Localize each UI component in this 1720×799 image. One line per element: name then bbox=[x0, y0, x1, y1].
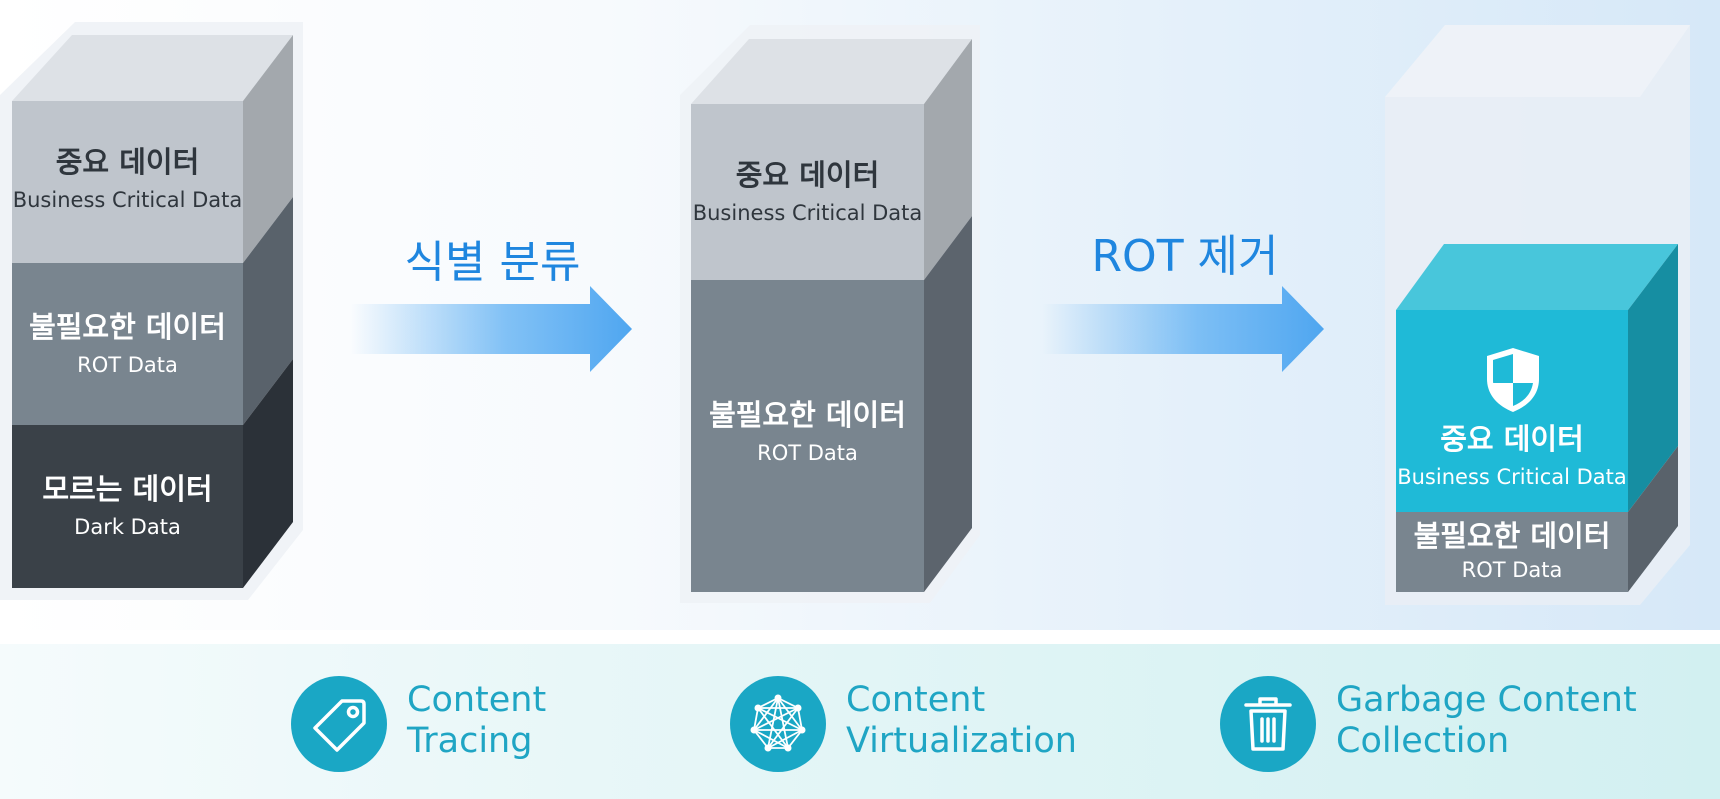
stage1-dark-subtitle: Dark Data bbox=[74, 515, 181, 539]
trash-icon bbox=[1244, 697, 1292, 751]
stage2-critical-title: 중요 데이터 bbox=[735, 158, 880, 192]
stage3-rot-subtitle: ROT Data bbox=[1461, 558, 1563, 582]
feature-icon-circle bbox=[730, 676, 826, 772]
stage1-top-face bbox=[12, 35, 293, 101]
stage2-rot-subtitle: ROT Data bbox=[757, 441, 858, 465]
stage3-rot-label: 불필요한 데이터 ROT Data bbox=[1396, 522, 1628, 581]
step2-label: ROT 제거 bbox=[1091, 231, 1279, 282]
stage2-critical-layer bbox=[691, 104, 924, 280]
stage1-dark-title: 모르는 데이터 bbox=[42, 472, 213, 506]
feature-line1: Content bbox=[407, 680, 547, 720]
feature-line2: Collection bbox=[1336, 721, 1510, 761]
stage3-critical-subtitle: Business Critical Data bbox=[1397, 465, 1627, 489]
stage1-rot-layer bbox=[12, 263, 243, 425]
feature-line1: Garbage Content bbox=[1336, 680, 1637, 720]
feature-icon-circle bbox=[1220, 676, 1316, 772]
stage1-dark-layer bbox=[12, 425, 243, 588]
feature-line1: Content bbox=[846, 680, 986, 720]
stage2-critical-label: 중요 데이터 Business Critical Data bbox=[691, 161, 924, 224]
tag-icon bbox=[313, 699, 366, 752]
network-icon bbox=[750, 694, 806, 752]
stage1-rot-subtitle: ROT Data bbox=[77, 353, 178, 377]
stage2-critical-subtitle: Business Critical Data bbox=[692, 201, 923, 225]
stage2-rot-title: 불필요한 데이터 bbox=[709, 398, 906, 432]
stage1-critical-subtitle: Business Critical Data bbox=[12, 188, 243, 212]
step1-label: 식별 분류 bbox=[404, 237, 581, 288]
feature-line2: Virtualization bbox=[846, 721, 1077, 761]
stage3-critical-label: 중요 데이터 Business Critical Data bbox=[1396, 425, 1628, 488]
feature-text: Content Tracing bbox=[407, 680, 546, 762]
stage1-critical-title: 중요 데이터 bbox=[55, 145, 200, 179]
stage2-rot-label: 불필요한 데이터 ROT Data bbox=[691, 401, 924, 464]
stage1-rot-label: 불필요한 데이터 ROT Data bbox=[12, 313, 243, 376]
stage1-critical-label: 중요 데이터 Business Critical Data bbox=[12, 148, 243, 211]
feature-text: Garbage Content Collection bbox=[1336, 680, 1637, 762]
stage3-top-face bbox=[1396, 244, 1678, 310]
features-band bbox=[0, 644, 1720, 799]
shield-icon bbox=[1487, 348, 1539, 412]
feature-line2: Tracing bbox=[407, 721, 533, 761]
feature-text: Content Virtualization bbox=[846, 680, 1077, 762]
stage1-critical-layer bbox=[12, 101, 243, 263]
stage2-rot-layer bbox=[691, 280, 924, 592]
stage1-dark-label: 모르는 데이터 Dark Data bbox=[12, 475, 243, 538]
stage1-rot-title: 불필요한 데이터 bbox=[29, 310, 226, 344]
feature-icon-circle bbox=[291, 676, 387, 772]
stage3-rot-title: 불필요한 데이터 bbox=[1413, 519, 1611, 553]
stage3-rot-layer bbox=[1396, 512, 1628, 592]
step2-arrow-icon bbox=[1042, 286, 1324, 372]
step1-arrow-icon bbox=[350, 286, 632, 372]
stage3-critical-title: 중요 데이터 bbox=[1440, 422, 1584, 456]
stage2-top-face bbox=[691, 39, 972, 104]
